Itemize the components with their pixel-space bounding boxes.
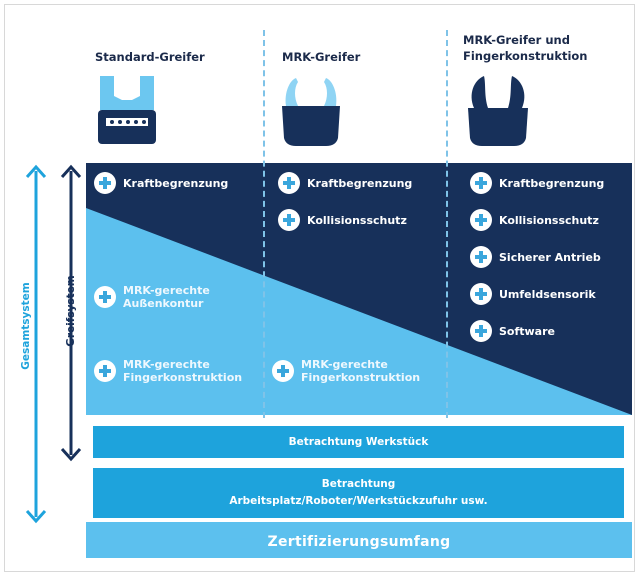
footer-zertifizierungsumfang: Zertifizierungsumfang bbox=[86, 522, 632, 558]
feature-label: Kraftbegrenzung bbox=[123, 176, 229, 190]
mrk-gripper-finger-icon bbox=[468, 76, 528, 146]
plus-icon bbox=[470, 209, 492, 231]
feature-kraftbegrenzung-col3: Kraftbegrenzung bbox=[470, 172, 604, 194]
plus-icon bbox=[470, 283, 492, 305]
feature-label: Software bbox=[499, 324, 555, 338]
feature-label: Kraftbegrenzung bbox=[499, 176, 605, 190]
column-title-standard-greifer: Standard-Greifer bbox=[95, 50, 205, 64]
bar-arbeitsplatz-line1: Betrachtung bbox=[321, 478, 396, 490]
plus-icon bbox=[272, 360, 294, 382]
feature-aussenkontur-col1: MRK-gerechte Außenkontur bbox=[94, 284, 213, 310]
feature-kraftbegrenzung-col1: Kraftbegrenzung bbox=[94, 172, 228, 194]
bar-werkstueck: Betrachtung Werkstück bbox=[93, 426, 624, 458]
feature-label: Kollisionsschutz bbox=[499, 213, 599, 227]
feature-kollisionsschutz-col2: Kollisionsschutz bbox=[278, 209, 407, 231]
feature-label: MRK-gerechte Fingerkonstruktion bbox=[301, 358, 421, 384]
feature-label: Umfeldsensorik bbox=[499, 287, 596, 301]
plus-icon bbox=[278, 209, 300, 231]
column-divider-1 bbox=[263, 30, 265, 418]
feature-kraftbegrenzung-col2: Kraftbegrenzung bbox=[278, 172, 412, 194]
feature-label: MRK-gerechte Außenkontur bbox=[123, 284, 210, 310]
diagram-background bbox=[86, 163, 632, 415]
plus-icon bbox=[278, 172, 300, 194]
greifsystem-label: Greifsystem bbox=[65, 275, 77, 347]
feature-sicherer-antrieb-col3: Sicherer Antrieb bbox=[470, 246, 601, 268]
column-divider-2 bbox=[446, 30, 448, 418]
column-title-mrk-greifer: MRK-Greifer bbox=[282, 50, 361, 64]
plus-icon bbox=[470, 172, 492, 194]
plus-icon bbox=[94, 172, 116, 194]
plus-icon bbox=[94, 286, 116, 308]
bar-arbeitsplatz-line2: Arbeitsplatz/Roboter/Werkstückzufuhr usw… bbox=[229, 495, 488, 507]
feature-label: MRK-gerechte Fingerkonstruktion bbox=[123, 358, 243, 384]
feature-label: Kollisionsschutz bbox=[307, 213, 407, 227]
plus-icon bbox=[470, 320, 492, 342]
gesamtsystem-arrow bbox=[25, 164, 47, 524]
column-title-mrk-greifer-finger-line1: MRK-Greifer und bbox=[463, 33, 570, 47]
feature-label: Kraftbegrenzung bbox=[307, 176, 413, 190]
feature-software-col3: Software bbox=[470, 320, 555, 342]
feature-fingerkonstruktion-col1: MRK-gerechte Fingerkonstruktion bbox=[94, 358, 243, 384]
feature-fingerkonstruktion-col2: MRK-gerechte Fingerkonstruktion bbox=[272, 358, 421, 384]
feature-label: Sicherer Antrieb bbox=[499, 250, 601, 264]
greifsystem-arrow bbox=[60, 164, 82, 462]
bar-arbeitsplatz: Betrachtung Arbeitsplatz/Roboter/Werkstü… bbox=[93, 468, 624, 518]
feature-umfeldsensorik-col3: Umfeldsensorik bbox=[470, 283, 596, 305]
column-title-mrk-greifer-finger-line2: Fingerkonstruktion bbox=[463, 49, 588, 63]
feature-kollisionsschutz-col3: Kollisionsschutz bbox=[470, 209, 599, 231]
plus-icon bbox=[94, 360, 116, 382]
standard-gripper-icon bbox=[98, 76, 156, 144]
mrk-gripper-icon bbox=[282, 78, 340, 146]
plus-icon bbox=[470, 246, 492, 268]
gesamtsystem-label: Gesamtsystem bbox=[20, 282, 32, 370]
